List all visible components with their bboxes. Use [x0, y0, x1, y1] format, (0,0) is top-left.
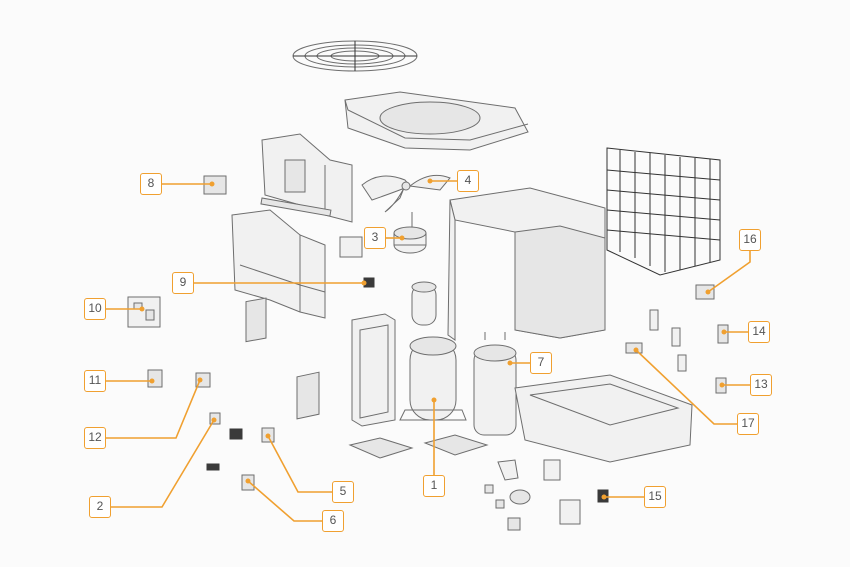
accumulator-part: [473, 332, 517, 436]
coil-guard-wire: [606, 147, 721, 276]
compressor-frame: [351, 313, 396, 427]
callout-8[interactable]: 8: [140, 173, 162, 195]
leader-endpoints: [139, 178, 727, 500]
callout-11[interactable]: 11: [84, 370, 106, 392]
callout-3[interactable]: 3: [364, 227, 386, 249]
callout-12[interactable]: 12: [84, 427, 106, 449]
insulation-sheet-right: [296, 371, 320, 420]
callout-16[interactable]: 16: [739, 229, 761, 251]
callout-2[interactable]: 2: [89, 496, 111, 518]
fan-guard-grille: [292, 40, 418, 72]
small-compressor: [411, 281, 437, 326]
valve-fittings: [625, 284, 729, 394]
base-plate-right: [423, 434, 489, 456]
terminal-block-part: [229, 428, 243, 440]
outer-cabinet: [447, 187, 606, 341]
callout-10[interactable]: 10: [84, 298, 106, 320]
control-board-part: [127, 296, 161, 328]
callout-17[interactable]: 17: [737, 413, 759, 435]
callout-6[interactable]: 6: [322, 510, 344, 532]
top-cover: [344, 91, 529, 151]
callout-15[interactable]: 15: [644, 486, 666, 508]
lower-front-panel: [231, 209, 326, 319]
upper-front-panel: [260, 133, 353, 223]
callout-4[interactable]: 4: [457, 170, 479, 192]
base-plate-left: [348, 437, 414, 459]
callout-7[interactable]: 7: [530, 352, 552, 374]
callout-13[interactable]: 13: [750, 374, 772, 396]
contactor-part: [147, 369, 163, 388]
bracket-part: [339, 236, 363, 258]
bottom-fittings: [484, 459, 609, 531]
clip-part: [206, 463, 220, 471]
fan-motor-part: [393, 212, 427, 254]
callout-14[interactable]: 14: [748, 321, 770, 343]
access-cover-part: [203, 175, 227, 195]
callout-1[interactable]: 1: [423, 475, 445, 497]
compressor-part: [399, 336, 467, 421]
callout-9[interactable]: 9: [172, 272, 194, 294]
base-pan: [514, 374, 693, 463]
capacitor-switch-part: [195, 372, 211, 388]
callout-5[interactable]: 5: [332, 481, 354, 503]
leader-lines: [106, 180, 751, 522]
insulation-sheet-left: [245, 297, 267, 343]
